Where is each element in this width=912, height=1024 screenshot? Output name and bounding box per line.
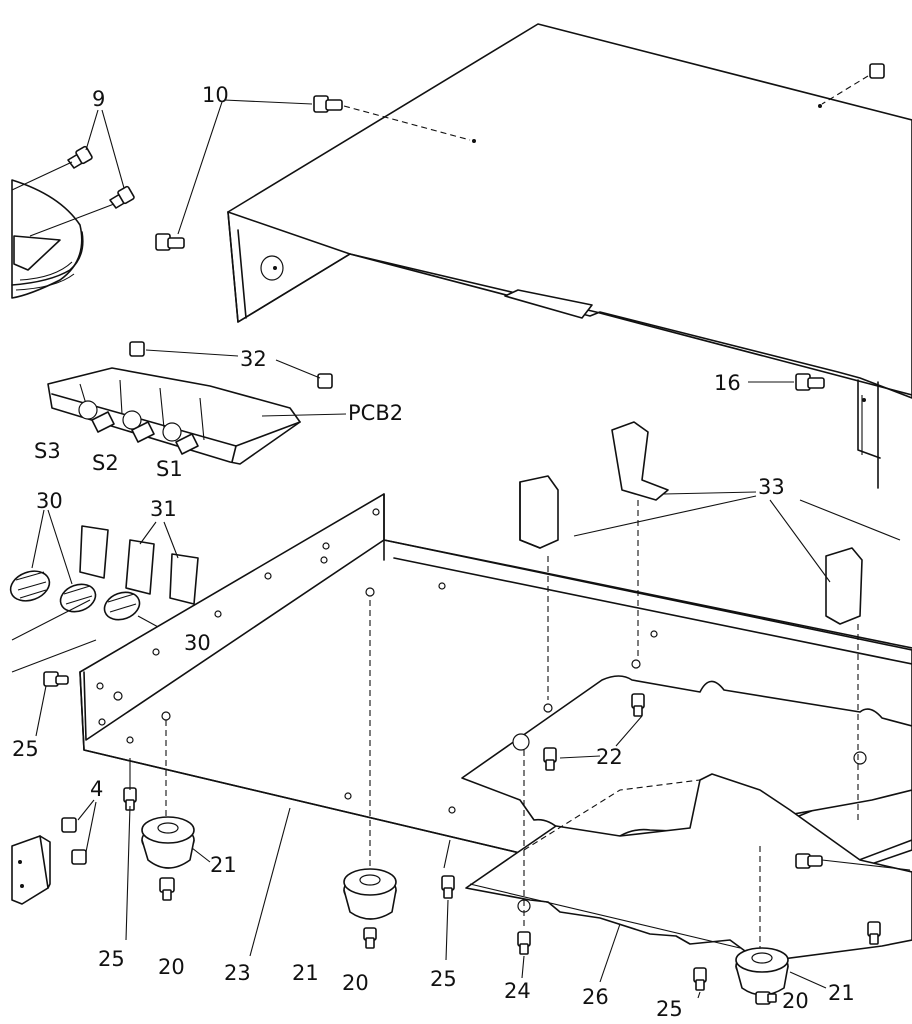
callout-23: 23 [224,961,251,985]
callout-20-left: 20 [158,955,185,979]
alignment-lines [165,500,859,950]
callout-21-right: 21 [828,981,855,1005]
callout-31: 31 [150,497,177,521]
springs-and-pads [9,509,199,673]
top-cover [227,23,912,489]
callout-20-right: 20 [782,989,809,1013]
callout-labels: 9 10 32 PCB2 S3 S2 S1 16 30 31 30 33 25 … [12,83,855,1021]
callout-s2: S2 [92,451,119,475]
knob-disk [11,179,84,299]
callout-25-middle: 25 [430,967,457,991]
callout-26: 26 [582,985,609,1009]
callout-25-left: 25 [12,737,39,761]
callout-24: 24 [504,979,531,1003]
switch-board-assembly [47,341,347,465]
callout-s3: S3 [34,439,61,463]
callout-25-right: 25 [656,997,683,1021]
callout-22: 22 [596,745,623,769]
bottom-plate-26 [461,675,912,963]
callout-s1: S1 [156,457,183,481]
side-bracket-4 [11,799,97,905]
callout-9: 9 [92,87,105,111]
callout-20-middle: 20 [342,971,369,995]
callout-4: 4 [90,777,103,801]
leader-lines [125,758,701,999]
small-screws [35,671,911,991]
callout-30-top: 30 [36,489,63,513]
callout-25-bottom-left: 25 [98,947,125,971]
screw-group-9 [11,109,135,237]
brackets-33 [519,421,901,625]
screw-group-10 [155,63,885,251]
callout-16: 16 [714,371,741,395]
callout-32: 32 [240,347,267,371]
callout-21-left: 21 [210,853,237,877]
callout-30-bottom: 30 [184,631,211,655]
rubber-feet [141,816,827,1005]
screw-16 [748,373,825,391]
callout-21-middle: 21 [292,961,319,985]
callout-33: 33 [758,475,785,499]
callout-10: 10 [202,83,229,107]
callout-pcb2: PCB2 [348,401,403,425]
